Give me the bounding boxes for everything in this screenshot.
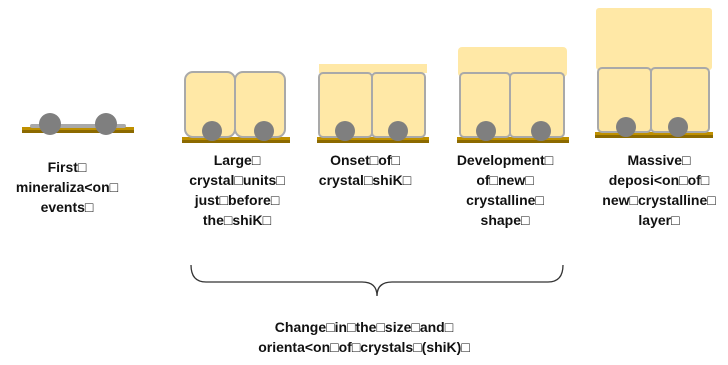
- substrate-layer: [182, 137, 290, 140]
- stage-4-illustration: [457, 47, 569, 143]
- substrate-layer: [317, 140, 429, 143]
- stage-1-label: First□ mineraliza<on□ events□: [15, 159, 119, 215]
- stage-1-illustration: [22, 113, 134, 135]
- stage-4-label: Development□ of□new□ crystalline□ shape□: [456, 152, 554, 228]
- grouping-bracket: [190, 264, 564, 297]
- mineral-sphere: [531, 121, 551, 141]
- mineral-sphere: [39, 113, 61, 135]
- substrate-layer: [595, 132, 713, 135]
- new-crystal-layer: [458, 47, 567, 77]
- substrate-layer: [317, 137, 429, 140]
- mineral-sphere: [476, 121, 496, 141]
- substrate-layer: [457, 140, 569, 143]
- new-crystal-layer: [596, 8, 712, 70]
- stage-3-illustration: [317, 64, 429, 143]
- substrate-layer: [22, 127, 134, 130]
- mineral-sphere: [95, 113, 117, 135]
- mineral-sphere: [335, 121, 355, 141]
- substrate-layer: [457, 137, 569, 140]
- stage-2-illustration: [182, 71, 290, 143]
- mineral-sphere: [254, 121, 274, 141]
- mineral-sphere: [202, 121, 222, 141]
- mineral-sphere: [616, 117, 636, 137]
- mineral-sphere: [668, 117, 688, 137]
- substrate-layer: [182, 140, 290, 143]
- stage-5-label: Massive□ deposi<on□of□ new□crystalline□ …: [602, 152, 716, 228]
- substrate-layer: [22, 130, 134, 133]
- mineral-sphere: [388, 121, 408, 141]
- bracket-caption: Change□in□the□size□and□ orienta<on□of□cr…: [258, 319, 470, 355]
- substrate-layer: [595, 135, 713, 138]
- stage-2-label: Large□ crystal□units□ just□before□ the□s…: [189, 152, 285, 228]
- stage-5-illustration: [595, 8, 713, 138]
- stage-3-label: Onset□of□ crystal□shiK□: [318, 152, 412, 188]
- new-crystal-layer: [319, 64, 427, 73]
